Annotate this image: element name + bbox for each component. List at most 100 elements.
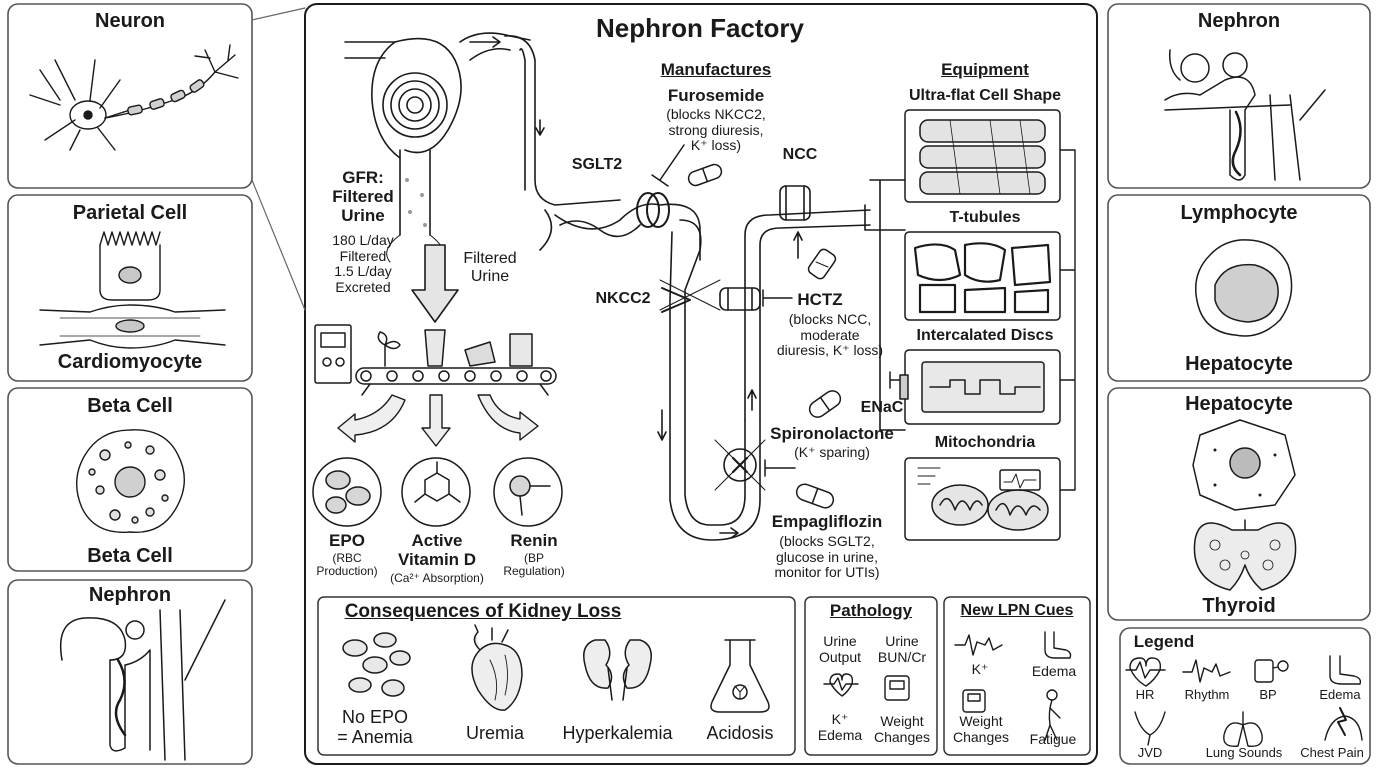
hctz-name: HCTZ — [797, 290, 843, 309]
spironolactone-name: Spironolactone — [770, 424, 894, 443]
renin-icon — [493, 457, 563, 527]
product-renin-name: Renin — [510, 531, 558, 550]
empagliflozin-detail: (blocks SGLT2, glucose in urine, monitor… — [774, 533, 880, 581]
empagliflozin-name: Empagliflozin — [771, 512, 883, 531]
epo-rbc-icon — [312, 457, 382, 527]
kidney-icon — [583, 639, 652, 701]
furosemide-name: Furosemide — [667, 86, 765, 105]
main-frame — [304, 3, 1098, 765]
equipment-intercalated-discs: Intercalated Discs — [916, 327, 1054, 344]
inhibitor-lines — [651, 144, 906, 477]
nephron-icon-right — [1164, 49, 1326, 181]
heart-monitor-icon — [823, 673, 859, 697]
gfr-detail: 180 L/day Filtered 1.5 L/day Excreted — [332, 232, 394, 296]
legend-edema: Edema — [1319, 687, 1361, 702]
lpn-edema: Edema — [1031, 663, 1077, 679]
scale-icon — [884, 675, 910, 701]
bottom-panel-frames — [317, 596, 1091, 756]
panel-title-hepatocyte: Hepatocyte — [1185, 393, 1293, 415]
thyroid-icon — [1193, 519, 1297, 591]
legend-hr: HR — [1135, 687, 1155, 702]
conveyor-icon — [314, 324, 557, 396]
glomerulus-icon — [344, 32, 531, 263]
product-renin-detail: (BP Regulation) — [503, 551, 565, 579]
jvd-icon — [1134, 711, 1166, 746]
vitamin-d-icon — [401, 457, 471, 527]
furosemide-pill-icon — [687, 163, 723, 187]
spironolactone-pill-icon — [808, 390, 842, 418]
lpn-icons — [954, 631, 1072, 741]
beta-cell-icon — [76, 429, 185, 534]
panel-title-nephron-right: Nephron — [1197, 10, 1281, 32]
panel-label-beta-cell: Beta Cell — [87, 545, 173, 567]
cardiomyocyte-icon — [39, 304, 226, 349]
panel-label-cardiomyocyte: Cardiomyocyte — [57, 351, 203, 373]
product-epo-name: EPO — [329, 531, 365, 550]
enac-label: ENaC — [860, 399, 904, 416]
consequence-icons — [342, 624, 770, 713]
rbc-cluster-icon — [342, 632, 411, 697]
equipment-mitochondria: Mitochondria — [934, 434, 1036, 451]
pathology-icons — [823, 673, 910, 701]
product-vitamin-d-detail: (Ca²⁺ Absorption) — [390, 571, 484, 585]
pathology-weight-changes: Weight Changes — [873, 713, 931, 745]
heart-icon — [471, 624, 523, 711]
equipment-heading: Equipment — [941, 60, 1029, 79]
ultra-flat-cell-icon — [904, 109, 1061, 203]
parietal-cell-icon — [99, 231, 161, 301]
legend-icons — [1125, 655, 1363, 747]
t-tubules-icon — [904, 231, 1061, 321]
flask-icon — [710, 639, 770, 713]
hepatocyte-icon — [1192, 419, 1296, 511]
pathology-heading: Pathology — [829, 601, 913, 620]
bp-icon — [1254, 659, 1289, 683]
panel-label-hepatocyte: Hepatocyte — [1185, 353, 1293, 375]
panel-title-beta-cell: Beta Cell — [87, 395, 173, 417]
ncc-label: NCC — [782, 146, 818, 163]
intercalated-discs-icon — [899, 349, 1061, 425]
spironolactone-detail: (K⁺ sparing) — [794, 444, 870, 460]
product-vitamin-d-name: Active Vitamin D — [397, 531, 477, 570]
legend-rhythm: Rhythm — [1184, 687, 1230, 702]
furosemide-detail: (blocks NKCC2, strong diuresis, K⁺ loss) — [666, 106, 766, 154]
gfr-heading: GFR: Filtered Urine — [332, 168, 394, 226]
empagliflozin-pill-icon — [795, 483, 835, 509]
consequence-anemia: No EPO = Anemia — [337, 707, 413, 748]
lung-icon — [1223, 711, 1263, 747]
consequence-acidosis: Acidosis — [706, 723, 774, 743]
sglt2-label: SGLT2 — [571, 156, 623, 173]
legend-lung-sounds: Lung Sounds — [1205, 745, 1283, 760]
lpn-fatigue: Fatigue — [1029, 731, 1077, 747]
hctz-detail: (blocks NCC, moderate diuresis, K⁺ loss) — [776, 311, 884, 359]
legend-heading: Legend — [1133, 632, 1195, 651]
neuron-icon — [29, 44, 239, 151]
right-panel-frames — [1107, 3, 1371, 765]
consequence-hyperkalemia: Hyperkalemia — [562, 723, 673, 743]
edema-foot-icon — [1329, 655, 1362, 685]
chest-pain-icon — [1324, 707, 1363, 741]
pathology-k-edema: K⁺ Edema — [817, 711, 863, 743]
legend-bp: BP — [1259, 687, 1277, 702]
zoom-lines — [251, 7, 306, 311]
lpn-heading: New LPN Cues — [960, 602, 1074, 619]
lpn-edema-foot-icon — [1044, 631, 1072, 659]
pathology-urine-bun-cr: Urine BUN/Cr — [877, 633, 927, 665]
nephron-icon-left — [60, 599, 226, 761]
k-rhythm-icon — [954, 634, 1003, 656]
product-arrows — [337, 394, 539, 447]
lymphocyte-icon — [1195, 239, 1293, 337]
consequences-heading: Consequences of Kidney Loss — [344, 601, 622, 622]
lpn-scale-icon — [962, 689, 986, 713]
panel-title-nephron-left: Nephron — [88, 584, 172, 606]
panel-label-thyroid: Thyroid — [1202, 595, 1276, 617]
page-title: Nephron Factory — [595, 13, 805, 43]
legend-chest-pain: Chest Pain — [1300, 745, 1364, 760]
nkcc2-label: NKCC2 — [595, 290, 651, 307]
product-icons — [312, 457, 563, 527]
pathology-urine-output: Urine Output — [818, 633, 862, 665]
consequence-uremia: Uremia — [465, 723, 524, 743]
flow-arrow-top — [469, 36, 501, 48]
equipment-t-tubules: T-tubules — [949, 209, 1021, 226]
lpn-weight-changes: Weight Changes — [952, 713, 1010, 745]
